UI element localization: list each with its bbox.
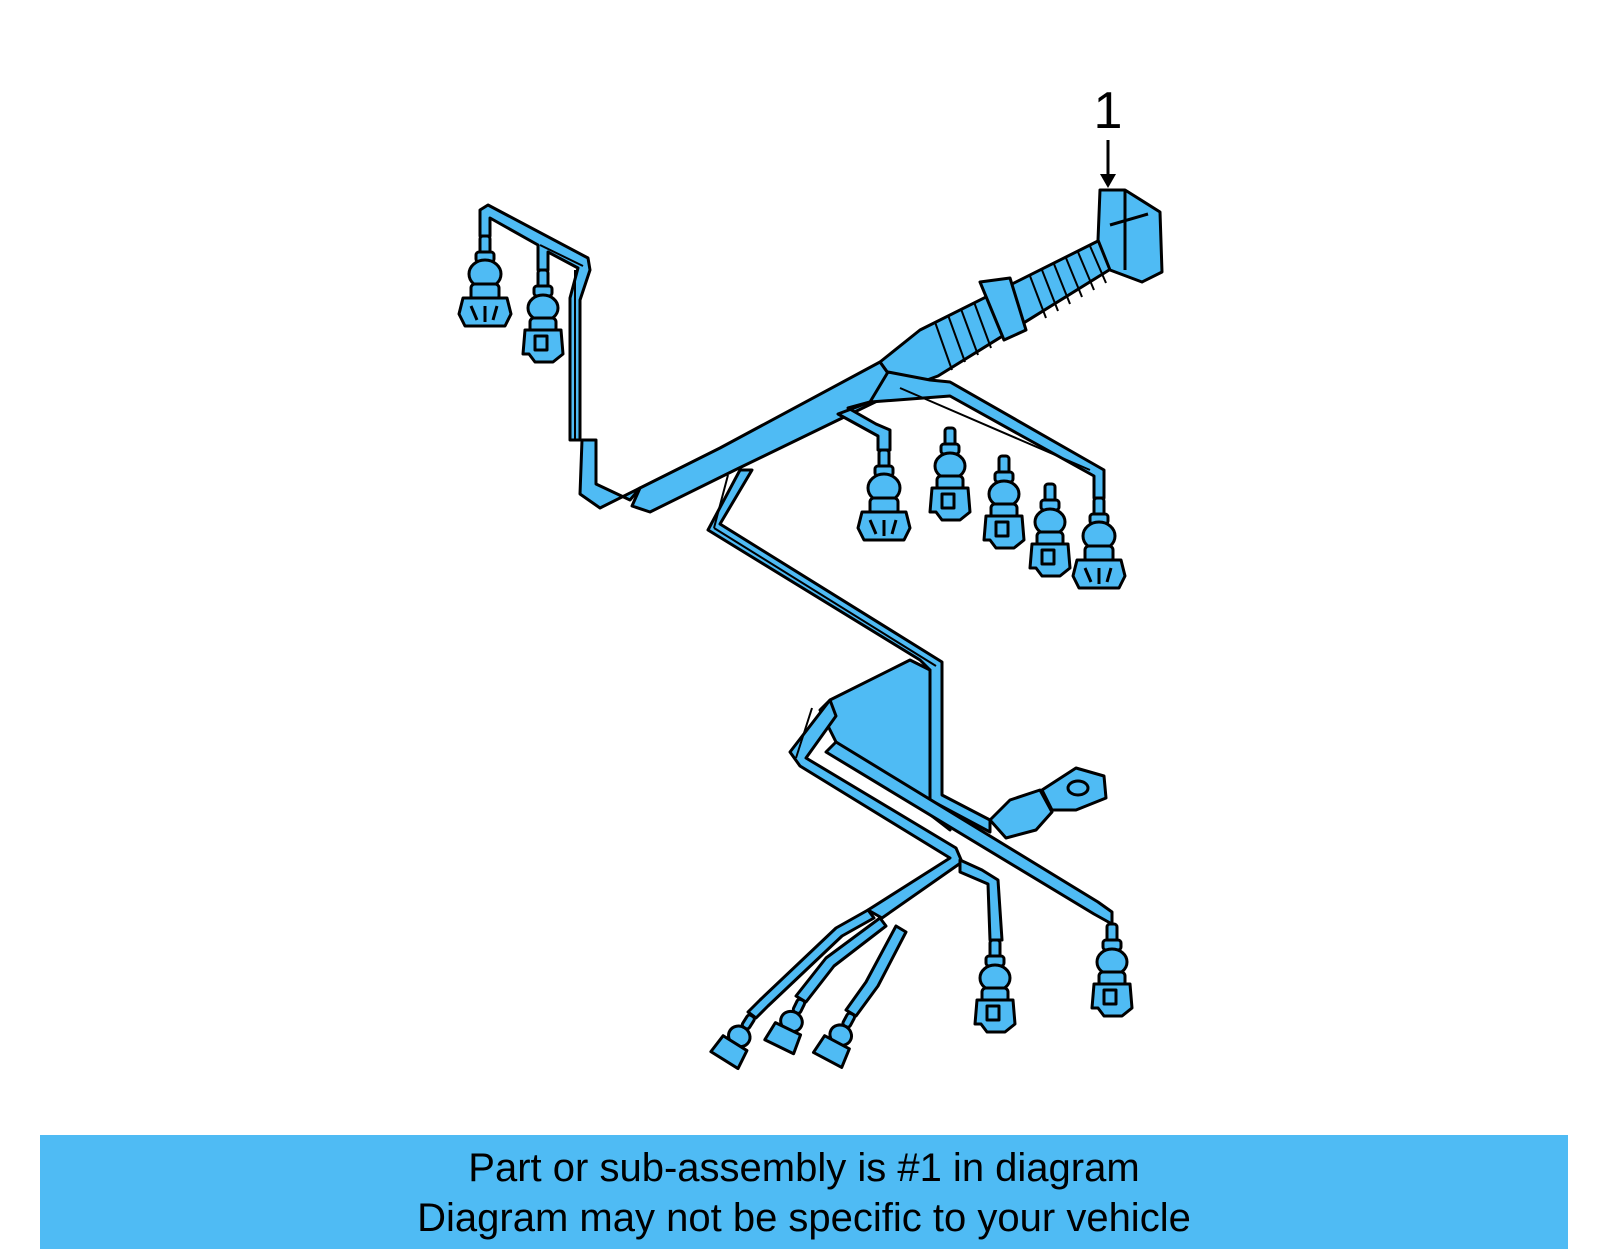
banner-line-1: Part or sub-assembly is #1 in diagram [468,1146,1140,1190]
connector-right-3 [982,454,1026,550]
lower-left-wires [746,908,908,1020]
connector-right-4 [1028,482,1072,578]
callout-1: 1 [1094,82,1123,188]
main-connector [1096,188,1164,284]
connector-upper-left-2 [521,268,565,364]
clip [978,276,1028,342]
callout-number: 1 [1094,82,1123,140]
connector-lower-left-3 [811,1004,868,1069]
connector-right-2 [928,426,972,522]
harness-trunk [478,188,1164,942]
conduit-ribs [934,245,1107,371]
side-plug-connector [988,766,1108,840]
connector-right-1 [856,448,912,542]
connector-lower-right [1090,922,1134,1018]
connector-right-5 [1071,496,1127,590]
connector-lower-middle [973,938,1017,1034]
banner-line-2: Diagram may not be specific to your vehi… [417,1196,1191,1240]
info-banner: Part or sub-assembly is #1 in diagram Di… [40,1135,1568,1249]
connector-upper-left-1 [457,234,513,328]
